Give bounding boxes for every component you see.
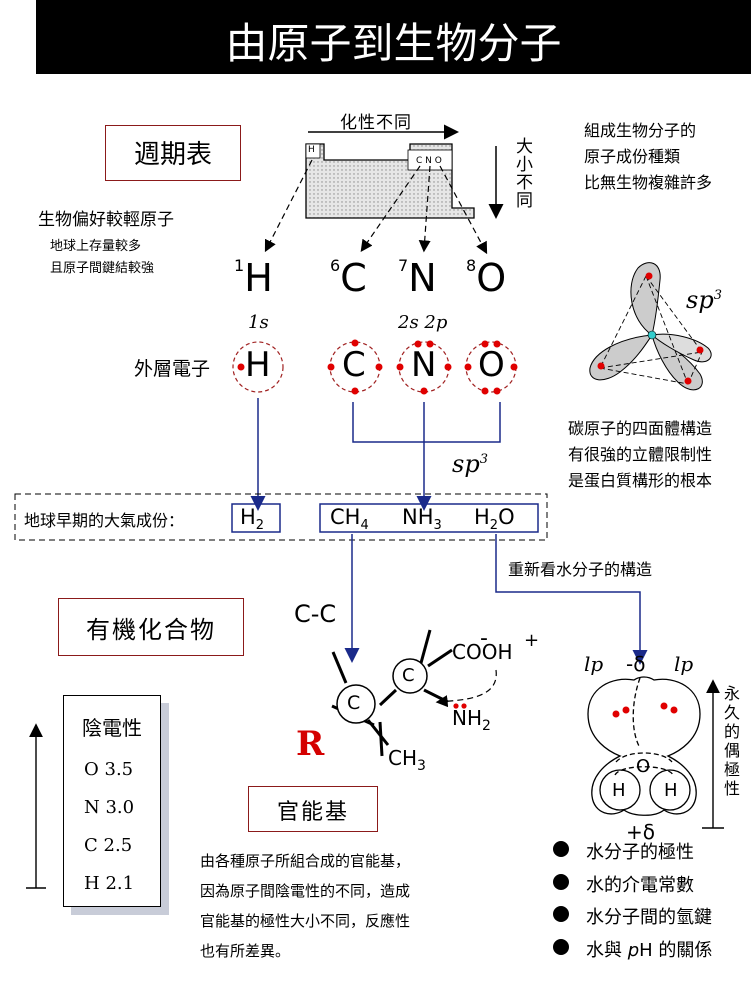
functional-group-label-box bbox=[248, 786, 378, 832]
organic-compound-label-box bbox=[58, 598, 244, 656]
periodic-side-label: 大 小 不 同 bbox=[516, 137, 533, 211]
water-h-left: H bbox=[612, 780, 626, 801]
outer-electron-label: 外層電子 bbox=[134, 358, 211, 380]
functional-group-description: 由各種原子所組合成的官能基， 因為原子間陰電性的不同，造成 官能基的極性大小不同… bbox=[200, 852, 411, 960]
water-lp-right: lp bbox=[674, 652, 694, 676]
formula-nh3: NH3 bbox=[402, 505, 442, 534]
orbital-cno-label: 2s 2p bbox=[398, 312, 448, 333]
en-row-o: O 3.5 bbox=[84, 759, 134, 780]
en-row-c: C 2.5 bbox=[84, 835, 133, 856]
cooh-group: COOH bbox=[452, 640, 513, 664]
cooh-minus: - bbox=[480, 626, 488, 651]
ch3-group: CH3 bbox=[388, 746, 426, 774]
water-molecule bbox=[587, 676, 701, 816]
permanent-dipole-label: 永 久 的 偶 極 性 bbox=[724, 684, 741, 798]
atmosphere-label: 地球早期的大氣成份： bbox=[24, 511, 185, 530]
formula-h2: H2 bbox=[240, 505, 265, 534]
functional-group-label: 官能基 bbox=[276, 800, 349, 825]
bullet-water-polarity: 水分子的極性 bbox=[586, 842, 694, 863]
water-delta-plus: +δ bbox=[626, 820, 655, 844]
water-h-right: H bbox=[664, 780, 678, 801]
nh2-group: NH2 bbox=[452, 706, 491, 734]
water-o: O bbox=[636, 756, 651, 777]
organic-compound-label: 有機化合物 bbox=[86, 616, 216, 644]
tetrahedral-carbon bbox=[589, 262, 712, 391]
outer-o: O bbox=[478, 345, 505, 385]
periodic-cell-cno: C N O bbox=[416, 156, 442, 166]
element-o: 8O bbox=[466, 256, 507, 300]
outer-n: N bbox=[411, 345, 437, 385]
sp3-label-tetra: sp3 bbox=[686, 286, 722, 314]
sp3-label-middle: sp3 bbox=[452, 450, 488, 478]
periodic-cell-h: H bbox=[308, 145, 315, 155]
formula-h2o: H2O bbox=[474, 505, 515, 534]
outer-c: C bbox=[342, 345, 366, 385]
element-c: 6C bbox=[330, 256, 367, 300]
periodic-table-label: 週期表 bbox=[133, 140, 212, 170]
outer-h: H bbox=[245, 345, 271, 385]
electronegativity-table: 陰電性 O 3.5 N 3.0 C 2.5 H 2.1 bbox=[63, 695, 161, 907]
title-banner bbox=[36, 0, 751, 74]
right-note: 組成生物分子的 原子成份種類 比無生物複雜許多 bbox=[584, 121, 713, 192]
formula-ch4: CH4 bbox=[330, 505, 369, 534]
element-n: 7N bbox=[398, 256, 437, 300]
molecule-atoms bbox=[336, 658, 428, 724]
bullet-ph: 水與 pH 的關係 bbox=[586, 940, 713, 961]
cooh-plus: + bbox=[524, 630, 540, 651]
water-structure-link-label: 重新看水分子的構造 bbox=[508, 560, 653, 579]
element-h: 1H bbox=[234, 256, 273, 300]
page-title: 由原子到生物分子 bbox=[225, 19, 562, 68]
water-delta-minus: -δ bbox=[626, 652, 646, 676]
periodic-table-label-box bbox=[105, 125, 241, 181]
molecule-c-left: C bbox=[347, 692, 361, 714]
orbital-h-label: 1s bbox=[248, 312, 269, 333]
electronegativity-header: 陰電性 bbox=[82, 716, 142, 740]
cc-label: C-C bbox=[294, 600, 337, 628]
periodic-top-label: 化性不同 bbox=[340, 113, 412, 133]
light-atoms-note: 生物偏好較輕原子 bbox=[38, 210, 174, 230]
water-lp-left: lp bbox=[584, 652, 604, 676]
bullet-dielectric: 水的介電常數 bbox=[586, 875, 694, 896]
en-row-n: N 3.0 bbox=[84, 797, 135, 818]
bullet-hydrogen-bond: 水分子間的氫鍵 bbox=[586, 907, 712, 928]
r-group: R bbox=[296, 724, 325, 764]
tetrahedral-note: 碳原子的四面體構造 有很強的立體限制性 是蛋白質構形的根本 bbox=[568, 419, 713, 490]
light-atoms-detail: 地球上存量較多 且原子間鍵結較強 bbox=[50, 239, 155, 276]
en-row-h: H 2.1 bbox=[84, 873, 135, 894]
molecule-c-right: C bbox=[402, 665, 415, 686]
